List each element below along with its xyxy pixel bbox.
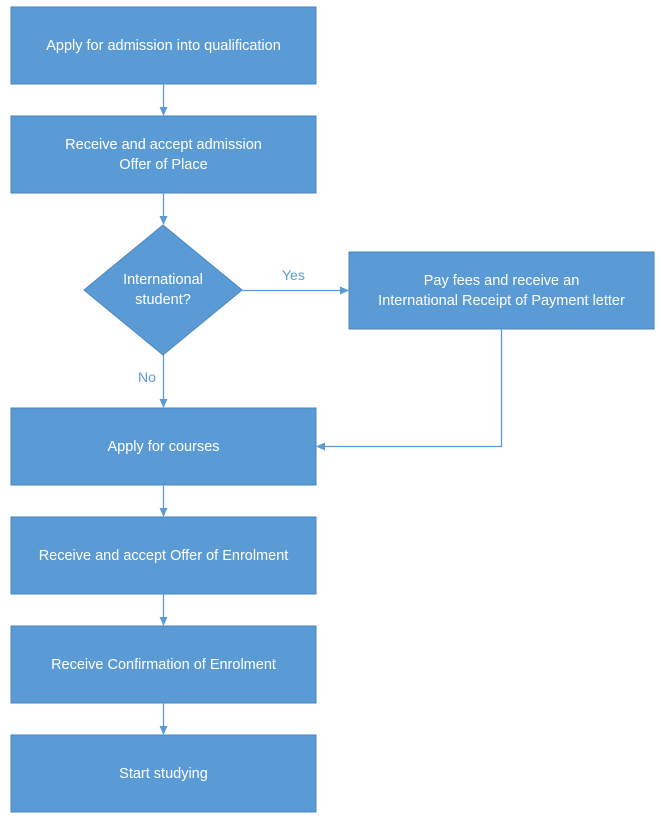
edge-label-yes: Yes (282, 267, 305, 283)
arrow-pay-fees-to-apply-courses (316, 329, 503, 451)
node-accept-offer-enrolment: Receive and accept Offer of Enrolment (38, 547, 289, 564)
node-pay-fees: Pay fees and receive an International Re… (378, 272, 625, 309)
decision-international-student: International student? (123, 272, 203, 308)
node-apply-courses: Apply for courses (107, 438, 220, 455)
node-confirmation-enrolment-shape (10, 625, 317, 704)
node-start-studying-shape (10, 734, 317, 813)
node-accept-offer-enrolment-shape (10, 516, 317, 595)
node-accept-offer-place: Receive and accept admission Offer of Pl… (65, 136, 262, 173)
node-pay-fees-shape (348, 251, 655, 330)
node-apply-admission: Apply for admission into qualification (46, 37, 281, 54)
node-confirmation-enrolment: Receive Confirmation of Enrolment (51, 656, 276, 673)
node-start-studying: Start studying (119, 765, 208, 782)
node-apply-admission-shape (10, 6, 317, 85)
edge-label-no: No (138, 369, 156, 385)
node-accept-offer-place-shape (10, 115, 317, 194)
node-apply-courses-shape (10, 407, 317, 486)
